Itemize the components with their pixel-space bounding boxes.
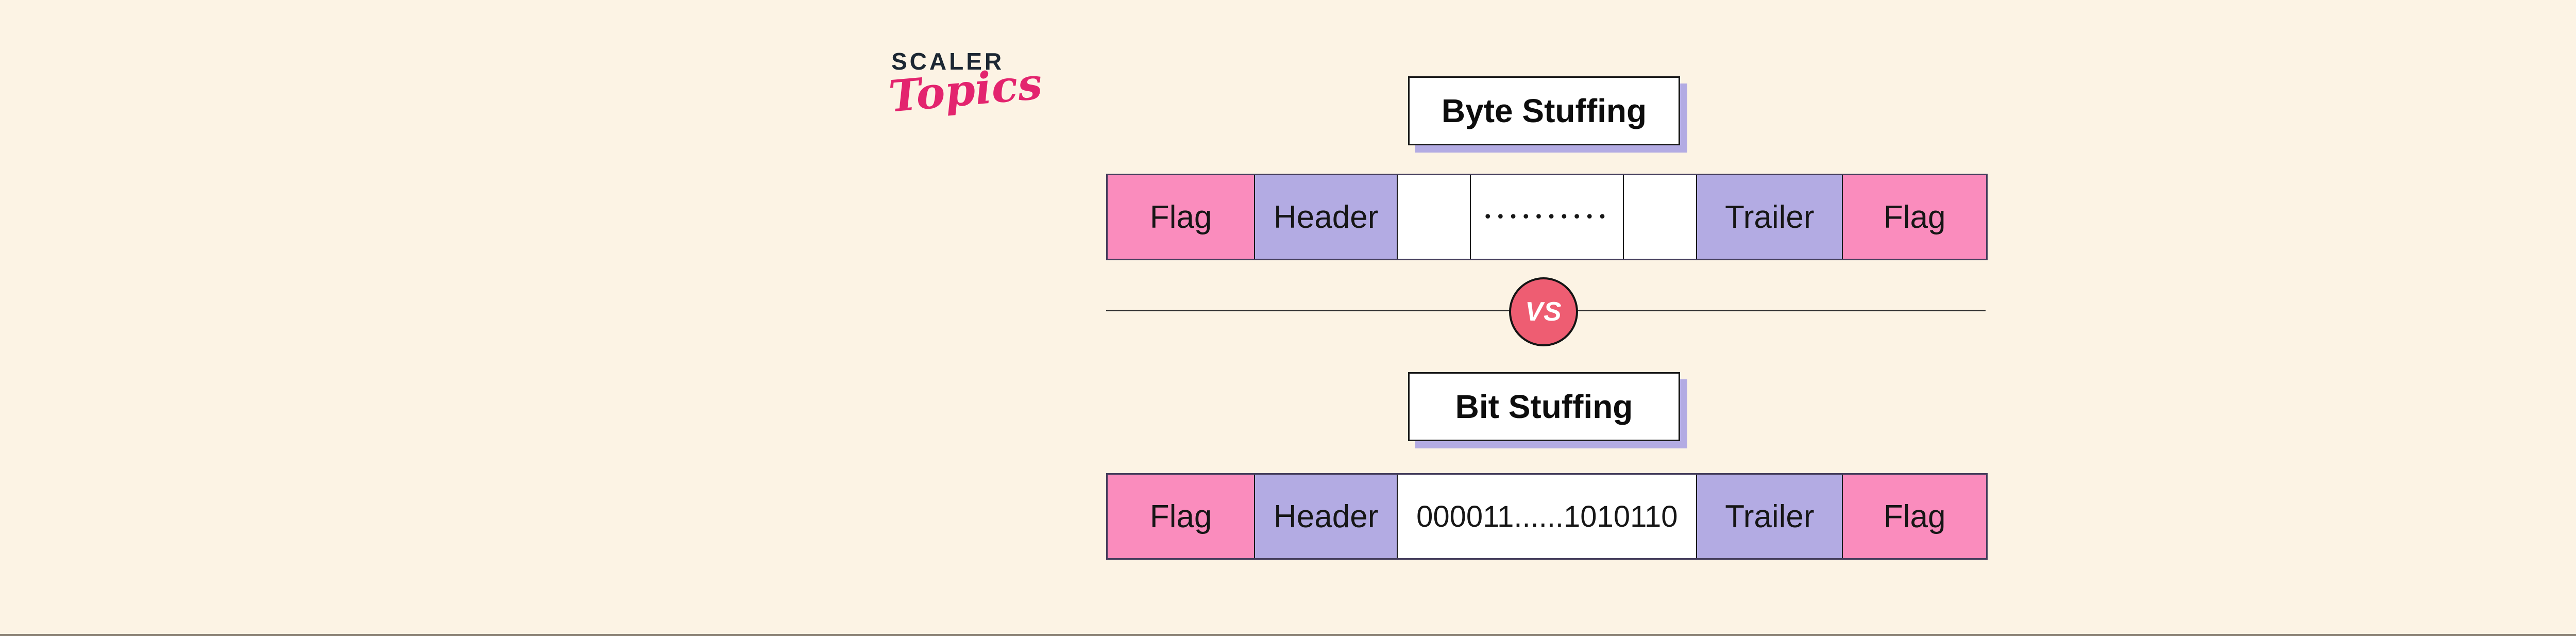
logo-brand-text: SCALER: [891, 48, 1005, 75]
bit-frame-cell-flag-left: Flag: [1108, 475, 1256, 558]
byte-frame-cell-payload-dots: ••••••••••: [1470, 175, 1624, 259]
scaler-topics-logo: SCALER Topics: [887, 48, 1046, 122]
byte-frame-cell-gap-right: [1623, 175, 1698, 259]
bit-frame-cell-trailer: Trailer: [1697, 475, 1843, 558]
byte-frame-cell-header: Header: [1255, 175, 1398, 259]
byte-stuffing-title-box: Byte Stuffing: [1408, 76, 1680, 145]
vs-label: VS: [1525, 297, 1562, 327]
bit-frame-cell-binary-data: 000011......1010110: [1398, 475, 1698, 558]
bit-stuffing-frame: Flag Header 000011......1010110 Trailer …: [1106, 473, 1988, 560]
byte-frame-cell-gap-left: [1398, 175, 1471, 259]
byte-stuffing-frame: Flag Header •••••••••• Trailer Flag: [1106, 174, 1988, 260]
byte-frame-cell-flag-right: Flag: [1843, 175, 1986, 259]
vs-badge: VS: [1509, 277, 1578, 346]
byte-frame-cell-trailer: Trailer: [1697, 175, 1843, 259]
logo-script-text: Topics: [887, 58, 1044, 122]
bit-stuffing-title-box: Bit Stuffing: [1408, 372, 1680, 441]
byte-stuffing-title: Byte Stuffing: [1441, 92, 1647, 129]
bottom-edge-line: [0, 634, 2576, 636]
bit-frame-cell-header: Header: [1255, 475, 1398, 558]
bit-frame-cell-flag-right: Flag: [1843, 475, 1986, 558]
byte-frame-cell-flag-left: Flag: [1108, 175, 1256, 259]
bit-stuffing-title: Bit Stuffing: [1455, 388, 1633, 425]
